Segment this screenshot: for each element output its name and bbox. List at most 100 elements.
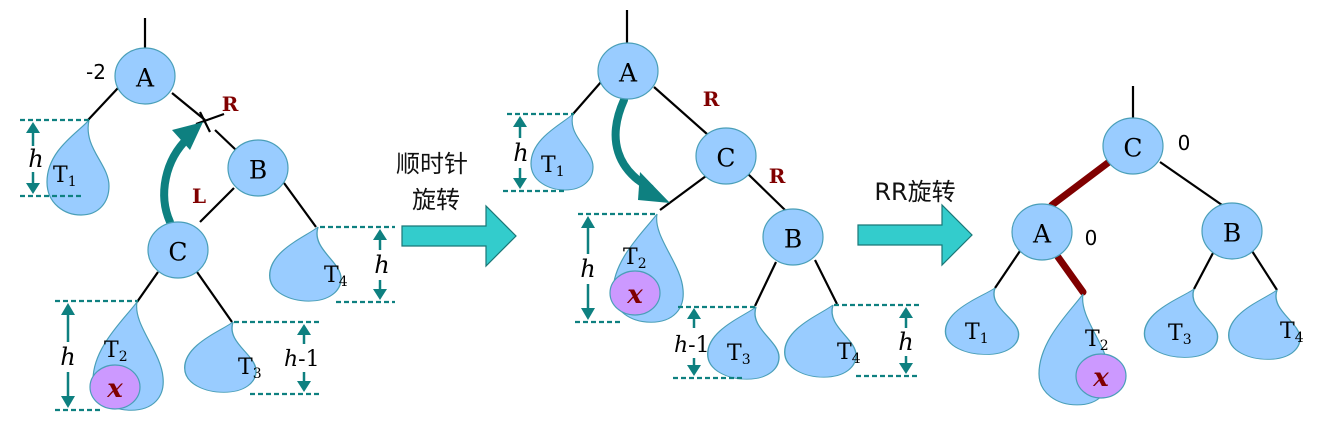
node-b-label: B [784, 225, 802, 254]
height-label: h [580, 255, 595, 283]
node-b: B [762, 208, 824, 266]
subtree-t1: T1 [944, 287, 1020, 356]
subtree-t4: T4 [1228, 289, 1304, 361]
right-arrow-icon [401, 204, 517, 268]
inserted-x-label: x [106, 374, 123, 404]
svg-text:T2: T2 [104, 338, 128, 365]
edge-b-t3 [754, 261, 777, 307]
edge-c-t3 [196, 271, 233, 323]
height-label: h [898, 328, 913, 356]
svg-text:T4: T4 [837, 340, 861, 367]
step-label-line2: 旋转 [412, 186, 460, 214]
right-arrow-icon [857, 203, 973, 267]
step-arrow-clockwise: 顺时针 旋转 [396, 150, 517, 268]
subtree-t2: T2 x [609, 213, 684, 323]
inserted-node-x: x [1075, 353, 1127, 399]
rotation-arrowhead-icon [638, 172, 670, 203]
subtree-t4: T4 [269, 226, 348, 302]
height-dimension-t2: h [576, 216, 600, 320]
subtree-t2: T2 x [1038, 293, 1127, 406]
svg-text:T4: T4 [1280, 319, 1304, 346]
subtree-t2: T2 x [89, 301, 164, 411]
node-a: A [597, 42, 659, 100]
inserted-x-label: x [1092, 363, 1109, 393]
edge-a-t1 [572, 81, 602, 115]
balance-factor-a: -2 [86, 60, 106, 84]
edge-a-t1 [994, 250, 1021, 289]
svg-text:T1: T1 [541, 153, 565, 180]
cut-mark [199, 111, 211, 133]
node-c: C [695, 127, 757, 185]
node-a-label: A [135, 64, 155, 93]
node-c-label: C [168, 238, 187, 267]
edge-a-t2-highlighted [1054, 253, 1087, 296]
balance-factor-c: 0 [1178, 131, 1191, 155]
edge-c-b [747, 173, 786, 211]
node-a: A [1011, 203, 1073, 261]
edge-a-b-lower [214, 129, 237, 151]
node-c-label: C [716, 144, 735, 173]
edge-b-t4 [814, 259, 838, 305]
edge-a-b-upper [171, 92, 206, 121]
step-label: RR旋转 [874, 178, 955, 206]
node-b-label: B [249, 156, 267, 185]
subtree-t3: T3 [707, 306, 780, 380]
node-c: C [1102, 117, 1164, 175]
subtree-t3: T3 [184, 321, 262, 393]
edge-a-c [653, 86, 708, 135]
node-c-label: C [1123, 134, 1142, 163]
node-b-label: B [1223, 219, 1241, 248]
height-dimension-t1: h [26, 122, 44, 194]
panel-before: A -2 B C R L T1 h T4 [20, 18, 395, 412]
direction-label-l: L [192, 184, 206, 208]
node-b: B [1201, 202, 1263, 260]
height-dimension-t4: h [373, 229, 390, 300]
step-arrow-rr: RR旋转 [857, 178, 973, 267]
direction-label-r: R [703, 87, 720, 111]
node-a-label: A [1032, 220, 1052, 249]
balance-factor-a: 0 [1085, 226, 1098, 250]
edge-b-t4 [283, 182, 317, 228]
rotation-arrowhead-icon [172, 122, 203, 150]
inserted-node-x: x [89, 364, 141, 410]
height-label: h [28, 145, 43, 173]
svg-text:T4: T4 [324, 263, 348, 290]
edge-c-a-highlighted [1048, 158, 1113, 209]
svg-text:T3: T3 [238, 355, 262, 382]
svg-text:T2: T2 [1085, 327, 1109, 354]
panel-middle: A C B R R T1 h T2 [503, 10, 920, 380]
height-label: h [374, 251, 389, 279]
height-label: h-1 [674, 333, 710, 358]
height-dimension-t3: h-1 [674, 308, 710, 376]
svg-text:T3: T3 [727, 341, 751, 368]
panel-after: C 0 A 0 B T1 T2 x T3 [944, 86, 1304, 406]
svg-text:T1: T1 [965, 320, 989, 347]
svg-text:T3: T3 [1168, 321, 1192, 348]
subtree-t3: T3 [1143, 288, 1219, 359]
edge-c-t2 [659, 175, 707, 211]
edge-a-t1 [87, 87, 119, 121]
height-dimension-t1: h [513, 116, 529, 189]
edge-b-t4 [1251, 250, 1278, 291]
subtree-t1: T1 [46, 119, 110, 216]
height-label: h-1 [284, 347, 320, 372]
direction-label-r: R [222, 92, 239, 116]
node-a: A [114, 47, 176, 105]
inserted-node-x: x [609, 270, 661, 316]
height-dimension-t2: h [56, 303, 80, 408]
edge-c-t2 [136, 271, 159, 303]
subtree-t1: T1 [530, 113, 594, 191]
node-b: B [227, 139, 289, 197]
svg-text:T2: T2 [623, 245, 647, 272]
height-label: h [513, 139, 528, 167]
node-a-label: A [618, 59, 638, 88]
subtree-t4: T4 [784, 304, 861, 378]
height-dimension-t3: h-1 [284, 324, 320, 392]
height-label: h [60, 343, 75, 371]
direction-label-r: R [769, 164, 786, 188]
rotation-arrow-icon [160, 134, 192, 226]
svg-text:T1: T1 [53, 163, 77, 190]
edge-c-b [1159, 161, 1223, 206]
height-dimension-t4: h [898, 307, 914, 374]
